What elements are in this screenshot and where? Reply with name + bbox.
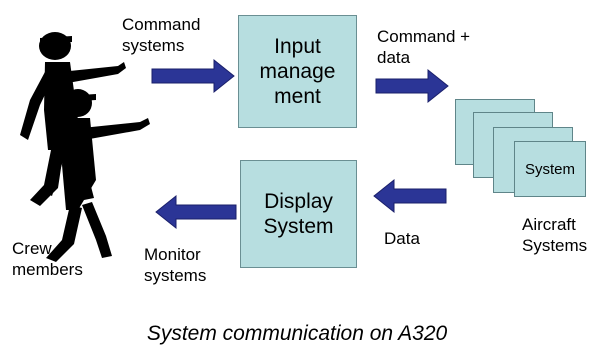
data-label: Data [384, 229, 420, 248]
arrow-to-crew [155, 194, 237, 230]
arrow-to-aircraft [375, 68, 449, 104]
command-systems-label: Command systems [122, 15, 201, 55]
figure-caption: System communication on A320 [146, 322, 448, 345]
input-management-box: Input manage ment [238, 15, 357, 128]
arrow-to-display [373, 178, 447, 214]
command-data-label: Command + data [377, 27, 471, 67]
arrow-to-input [151, 58, 235, 94]
aircraft-systems-label: Aircraft Systems [522, 215, 588, 255]
system-box: System [514, 141, 586, 197]
monitor-systems-label: Monitor systems [144, 245, 207, 285]
crew-figure-front-icon [44, 89, 150, 262]
display-system-box: Display System [240, 160, 357, 268]
crew-members-label: Crew members [12, 239, 83, 279]
